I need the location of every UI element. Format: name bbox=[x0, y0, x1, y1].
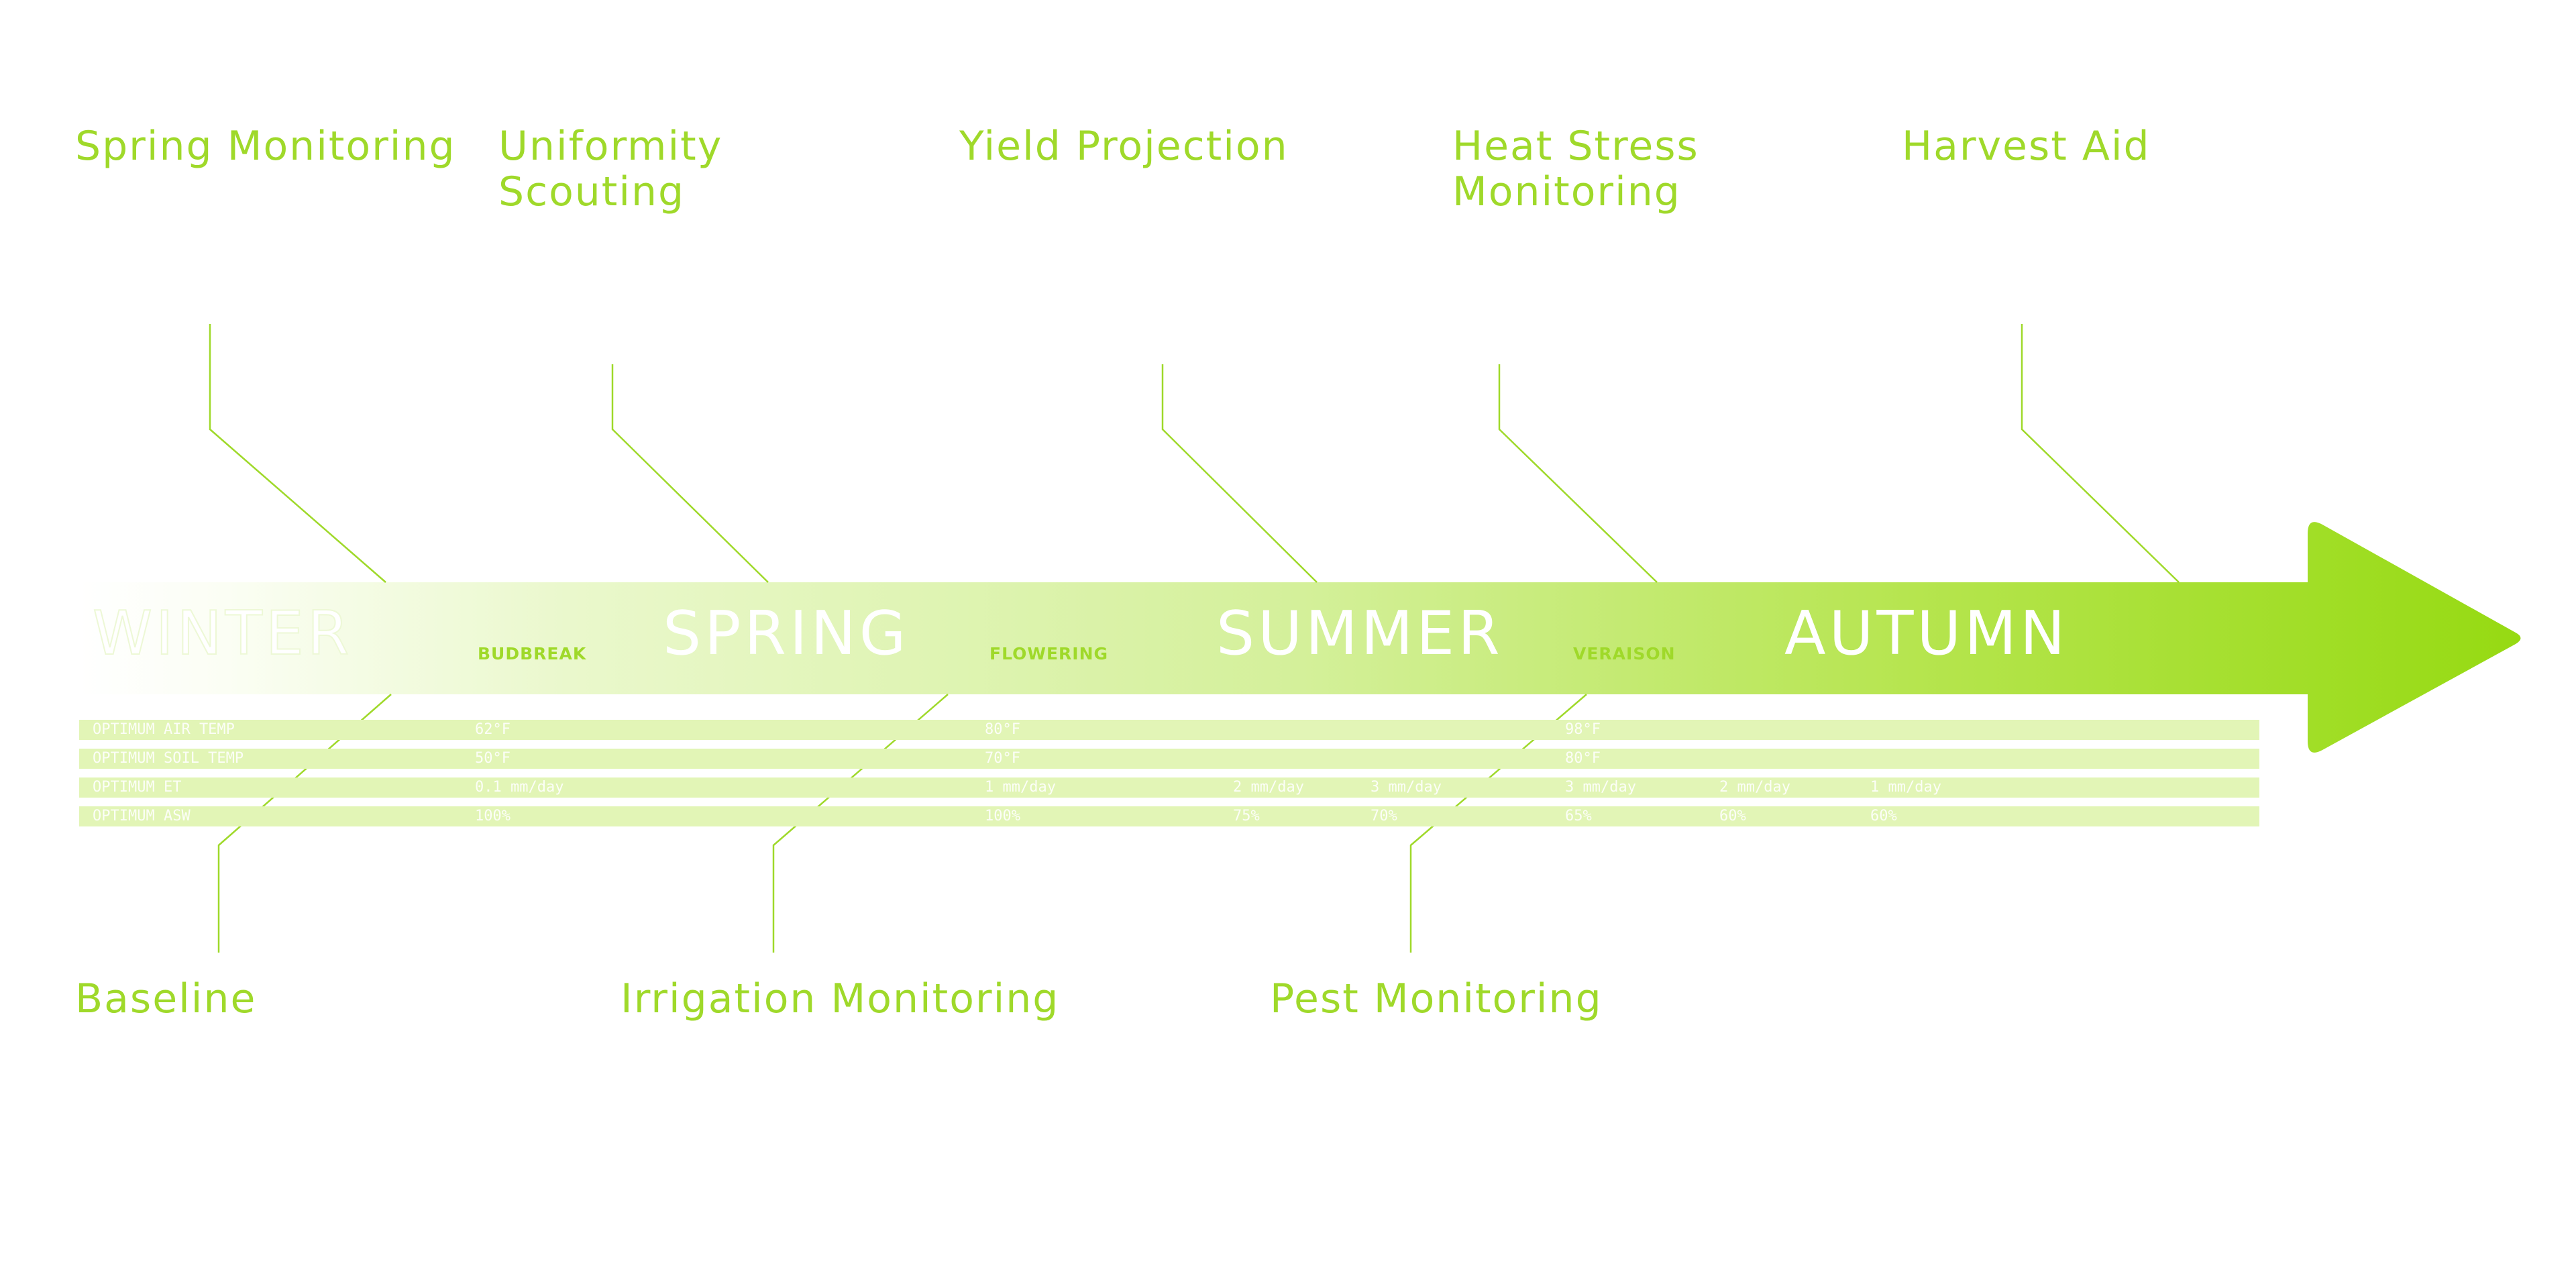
label-spring-monitoring: Spring Monitoring bbox=[75, 123, 456, 170]
bottom-connectors bbox=[217, 694, 1587, 953]
label-yield-projection: Yield Projection bbox=[959, 123, 1289, 170]
season-winter: WINTER bbox=[92, 598, 353, 669]
table-row: OPTIMUM ASW 100% 100% 75% 70% 65% 60% 60… bbox=[79, 806, 2259, 826]
row-label: OPTIMUM ASW bbox=[93, 808, 191, 824]
timeline-arrow bbox=[79, 522, 2521, 753]
table-row: OPTIMUM ET 0.1 mm/day 1 mm/day 2 mm/day … bbox=[79, 777, 2259, 798]
table-cell: 1 mm/day bbox=[1870, 779, 1941, 796]
table-cell: 3 mm/day bbox=[1371, 779, 1442, 796]
stage-veraison: VERAISON bbox=[1573, 644, 1676, 663]
table-cell: 100% bbox=[985, 808, 1020, 824]
table-cell: 100% bbox=[475, 808, 511, 824]
label-irrigation-monitoring: Irrigation Monitoring bbox=[621, 975, 1060, 1022]
table-cell: 60% bbox=[1870, 808, 1897, 824]
season-spring: SPRING bbox=[663, 598, 910, 669]
table-row: OPTIMUM AIR TEMP 62°F 80°F 98°F bbox=[79, 720, 2259, 740]
stage-flowering: FLOWERING bbox=[989, 644, 1109, 663]
row-label: OPTIMUM SOIL TEMP bbox=[93, 750, 244, 767]
top-connectors bbox=[209, 324, 2180, 583]
connector-harvest-aid bbox=[2021, 324, 2180, 583]
connector-yield-projection bbox=[1161, 364, 1318, 583]
table-cell: 80°F bbox=[1565, 750, 1601, 767]
connector-baseline bbox=[217, 694, 392, 953]
stage-budbreak: BUDBREAK bbox=[478, 644, 587, 663]
label-heat-stress-monitoring: Heat Stress Monitoring bbox=[1452, 123, 1699, 215]
table-cell: 98°F bbox=[1565, 721, 1601, 738]
table-cell: 2 mm/day bbox=[1233, 779, 1304, 796]
row-label: OPTIMUM AIR TEMP bbox=[93, 721, 235, 738]
connector-heat-stress bbox=[1498, 364, 1658, 583]
table-cell: 3 mm/day bbox=[1565, 779, 1636, 796]
table-cell: 50°F bbox=[475, 750, 511, 767]
connector-irrigation bbox=[772, 694, 949, 953]
table-cell: 60% bbox=[1719, 808, 1746, 824]
table-row: OPTIMUM SOIL TEMP 50°F 70°F 80°F bbox=[79, 749, 2259, 769]
label-baseline: Baseline bbox=[75, 975, 257, 1022]
table-cell: 70% bbox=[1371, 808, 1397, 824]
connector-pest bbox=[1409, 694, 1587, 953]
table-cell: 75% bbox=[1233, 808, 1260, 824]
connector-spring-monitoring bbox=[209, 324, 386, 583]
table-cell: 62°F bbox=[475, 721, 511, 738]
table-cell: 80°F bbox=[985, 721, 1020, 738]
table-cell: 0.1 mm/day bbox=[475, 779, 564, 796]
season-autumn: AUTUMN bbox=[1784, 598, 2069, 669]
label-harvest-aid: Harvest Aid bbox=[1902, 123, 2151, 170]
label-uniformity-scouting: Uniformity Scouting bbox=[498, 123, 723, 215]
table-cell: 65% bbox=[1565, 808, 1592, 824]
row-label: OPTIMUM ET bbox=[93, 779, 182, 796]
table-cell: 1 mm/day bbox=[985, 779, 1056, 796]
label-pest-monitoring: Pest Monitoring bbox=[1270, 975, 1603, 1022]
table-cell: 2 mm/day bbox=[1719, 779, 1790, 796]
table-cell: 70°F bbox=[985, 750, 1020, 767]
connector-uniformity-scouting bbox=[611, 364, 769, 583]
season-summer: SUMMER bbox=[1216, 598, 1503, 669]
